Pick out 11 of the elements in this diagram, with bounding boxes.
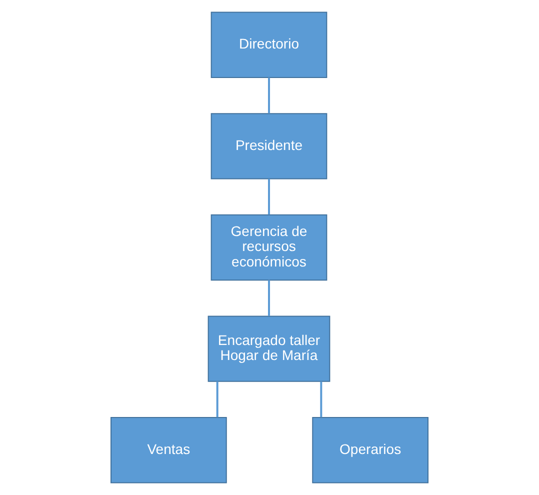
node-box: Ventas [110, 417, 227, 484]
node-box: Gerencia de recursos económicos [210, 214, 328, 281]
connector [268, 280, 270, 316]
connector [320, 381, 322, 418]
node-box: Directorio [210, 12, 328, 78]
connector [216, 381, 218, 418]
node-box: Presidente [210, 113, 328, 180]
node-box: Encargado taller Hogar de María [208, 316, 330, 382]
node-box: Operarios [312, 417, 428, 484]
connector [268, 77, 270, 114]
connector [268, 178, 270, 215]
